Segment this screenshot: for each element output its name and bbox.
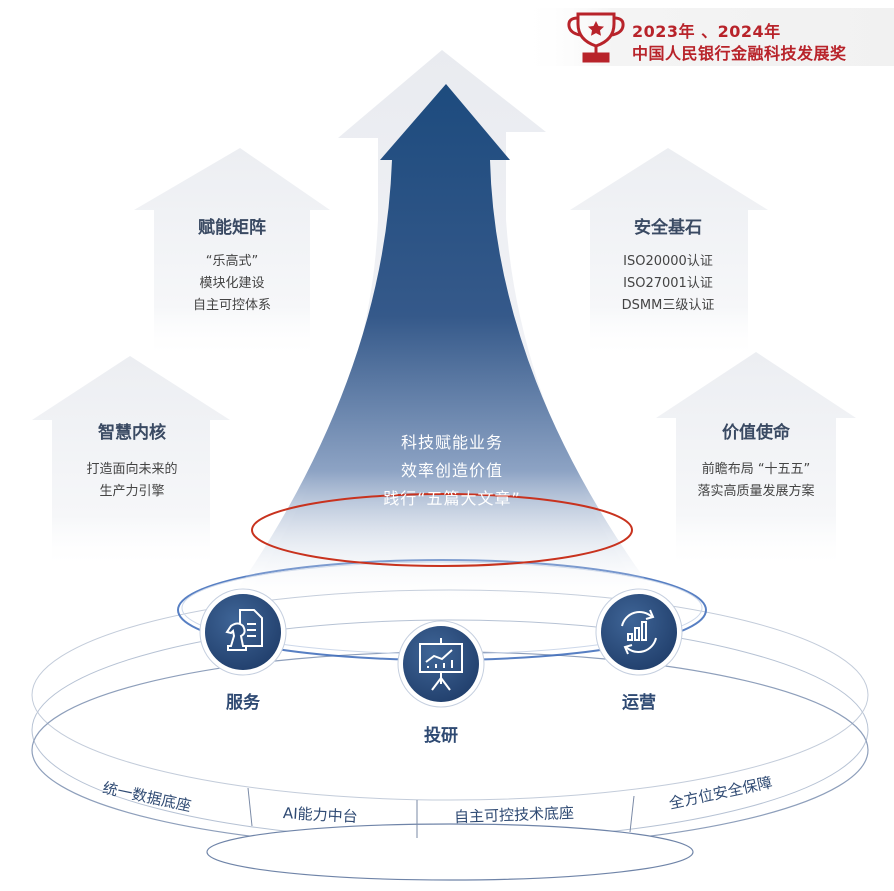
card-core-shape xyxy=(32,356,230,570)
node-operations xyxy=(595,588,683,676)
award-name: 中国人民银行金融科技发展奖 xyxy=(632,44,847,63)
node-service-label: 服务 xyxy=(226,693,260,713)
card-security-line: ISO20000认证 xyxy=(623,254,713,269)
base-divider xyxy=(629,795,635,833)
card-core-line: 生产力引擎 xyxy=(99,484,165,499)
card-empower-line: “乐高式” xyxy=(205,254,259,269)
card-empower-title: 赋能矩阵 xyxy=(198,218,266,238)
card-security-title: 安全基石 xyxy=(634,218,702,238)
presentation-chart-icon xyxy=(419,638,463,691)
node-research xyxy=(397,620,485,708)
node-operations-label: 运营 xyxy=(622,693,656,713)
center-text: 践行“五篇大文章” xyxy=(383,489,521,508)
trophy-icon xyxy=(567,12,625,63)
card-empower-line: 自主可控体系 xyxy=(192,298,271,313)
base-ellipse-bottom xyxy=(206,823,694,881)
card-empower-shape xyxy=(134,148,330,360)
cycle-chart-icon xyxy=(621,609,657,655)
base-item: AI能力中台 xyxy=(282,804,359,826)
card-security-line: ISO27001认证 xyxy=(623,276,713,291)
card-core-title: 智慧内核 xyxy=(98,423,166,443)
red-ring xyxy=(251,493,633,567)
main-arrow xyxy=(230,84,660,600)
base-item: 自主可控技术底座 xyxy=(453,803,575,827)
center-text: 效率创造价值 xyxy=(400,461,503,480)
base-divider xyxy=(247,787,253,827)
card-security-shape xyxy=(570,148,768,360)
card-security-line: DSMM三级认证 xyxy=(621,298,715,313)
card-mission-shape xyxy=(656,352,856,570)
card-empower-line: 模块化建设 xyxy=(199,276,265,291)
node-service xyxy=(199,588,287,676)
node-research-label: 投研 xyxy=(424,726,458,746)
card-core-line: 打造面向未来的 xyxy=(86,462,178,477)
card-mission-line: 落实高质量发展方案 xyxy=(697,484,815,499)
card-mission-title: 价值使命 xyxy=(722,423,790,443)
award-years: 2023年 、2024年 xyxy=(632,22,781,41)
center-text: 科技赋能业务 xyxy=(400,433,503,452)
card-mission-line: 前瞻布局 “十五五” xyxy=(701,462,811,477)
chess-document-icon xyxy=(225,609,263,651)
